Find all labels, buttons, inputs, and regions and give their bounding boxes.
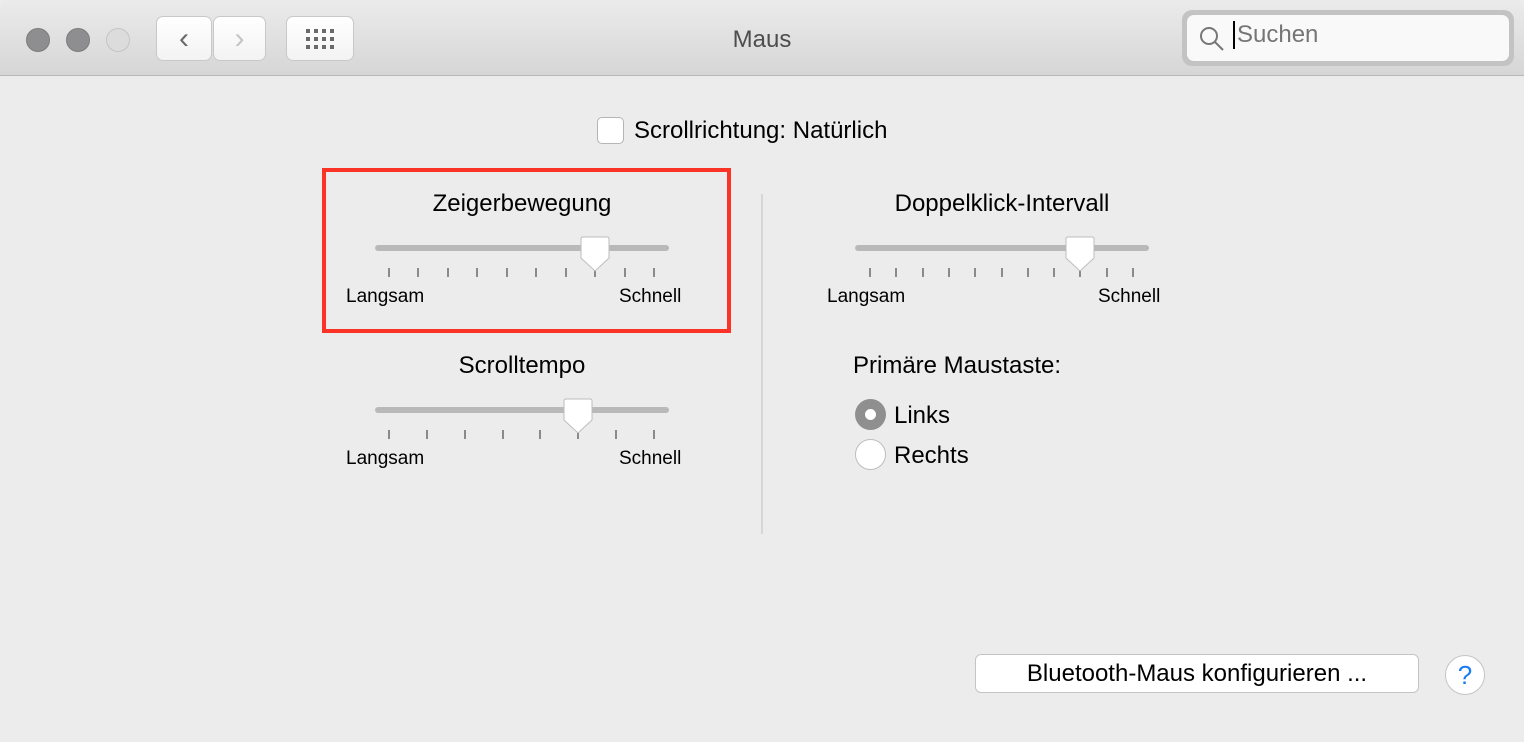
slider-tick [947, 268, 950, 277]
slider-tick [505, 268, 508, 277]
slider-tick [564, 268, 567, 277]
slider-thumb[interactable] [580, 236, 610, 272]
slider-title: Doppelklick-Intervall [894, 190, 1110, 217]
slider-tick [388, 430, 390, 439]
forward-button[interactable]: › [213, 16, 266, 61]
slider-tick [476, 268, 479, 277]
show-all-button[interactable] [286, 16, 354, 61]
chevron-left-icon: ‹ [179, 21, 189, 55]
slider-tick [1105, 268, 1108, 277]
slider-max-label: Schnell [1098, 286, 1161, 307]
highlight-box [322, 168, 731, 333]
slider-max-label: Schnell [619, 286, 682, 307]
chevron-right-icon: › [234, 21, 245, 55]
scroll-direction-label[interactable]: Scrollrichtung: Natürlich [634, 117, 888, 144]
slider-tick [463, 430, 466, 439]
slider-tick [1132, 268, 1134, 277]
slider-tick [425, 430, 428, 439]
window-title: Maus [732, 26, 792, 53]
search-icon [1200, 27, 1224, 51]
slider-min-label: Langsam [827, 286, 906, 307]
slider-title: Scrolltempo [458, 352, 586, 379]
slider-max-label: Schnell [619, 448, 682, 469]
help-button[interactable]: ? [1445, 655, 1485, 695]
slider-tick [417, 268, 420, 277]
slider-min-label: Langsam [346, 448, 425, 469]
help-icon: ? [1457, 660, 1473, 690]
title-bar: ‹ › Maus [0, 0, 1524, 76]
search-field[interactable] [1182, 10, 1514, 66]
slider-tick [623, 268, 626, 277]
zoom-button[interactable] [106, 28, 130, 52]
close-button[interactable] [26, 28, 50, 52]
slider-tick [1000, 268, 1003, 277]
slider-tick [388, 268, 390, 277]
slider-tick [535, 268, 538, 277]
back-button[interactable]: ‹ [156, 16, 212, 61]
slider-tick [1079, 268, 1082, 277]
grid-icon [306, 28, 334, 49]
slider-tick [446, 268, 449, 277]
slider-tick [594, 268, 597, 277]
slider-min-label: Langsam [346, 286, 425, 307]
slider-track[interactable] [855, 245, 1149, 251]
radio-rechts[interactable] [855, 439, 886, 470]
slider-tick [869, 268, 871, 277]
minimize-button[interactable] [66, 28, 90, 52]
slider-tick [615, 430, 618, 439]
slider-track[interactable] [375, 245, 669, 251]
slider-thumb[interactable] [1065, 236, 1095, 272]
search-input[interactable] [1233, 21, 1493, 49]
slider-tick [1026, 268, 1029, 277]
radio-links-label[interactable]: Links [894, 402, 951, 429]
radio-links[interactable] [855, 399, 886, 430]
slider-tick [653, 268, 655, 277]
bluetooth-mouse-config-button[interactable]: Bluetooth-Maus konfigurieren ... [975, 654, 1419, 693]
slider-tick [921, 268, 924, 277]
slider-tick [1053, 268, 1056, 277]
radio-rechts-label[interactable]: Rechts [894, 442, 969, 469]
scroll-direction-checkbox[interactable] [597, 117, 624, 144]
slider-thumb[interactable] [563, 398, 593, 434]
slider-track[interactable] [375, 407, 669, 413]
slider-tick [577, 430, 580, 439]
slider-title: Zeigerbewegung [432, 190, 612, 217]
slider-tick [895, 268, 898, 277]
primary-button-label: Primäre Maustaste: [853, 352, 1062, 379]
slider-tick [974, 268, 977, 277]
slider-tick [653, 430, 655, 439]
slider-tick [539, 430, 542, 439]
slider-tick [501, 430, 504, 439]
divider [761, 194, 763, 534]
